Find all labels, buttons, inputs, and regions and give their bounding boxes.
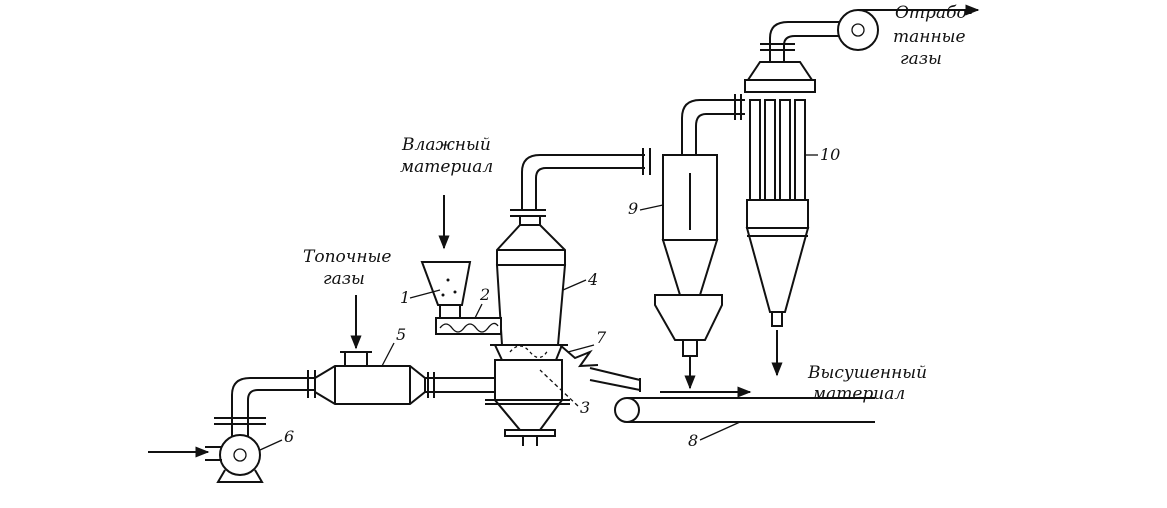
gas-heater xyxy=(314,351,426,405)
wet-material-label-line1: Влажный xyxy=(401,135,491,155)
dryer-vessel xyxy=(485,209,570,446)
feed-hopper xyxy=(420,261,472,306)
cyclone-connect-pipe xyxy=(681,94,745,155)
screw-feeder xyxy=(435,305,502,335)
hot-gas-pipe xyxy=(425,372,495,398)
callout-4: 4 xyxy=(587,270,598,289)
dried-material-label-line1: Высушенный xyxy=(807,363,927,383)
callout-5: 5 xyxy=(396,325,406,344)
exhaust-gases-label-line3: газы xyxy=(900,49,942,69)
callout-2: 2 xyxy=(479,285,490,304)
callout-6: 6 xyxy=(284,427,294,446)
cyclone xyxy=(654,154,723,357)
battery-cyclone xyxy=(744,61,816,327)
callout-1: 1 xyxy=(400,288,410,307)
callout-3: 3 xyxy=(580,398,590,417)
dried-material-label-line2: материал xyxy=(812,384,905,404)
product-chute xyxy=(559,344,641,392)
furnace-gases-label-line2: газы xyxy=(323,269,365,289)
callout-7: 7 xyxy=(596,328,607,347)
callout-8: 8 xyxy=(688,431,698,450)
exhaust-pipe xyxy=(760,21,840,62)
belt-conveyor xyxy=(614,397,875,423)
dryer-outlet-pipe xyxy=(521,148,651,210)
wet-material-label-line2: материал xyxy=(400,157,493,177)
callout-10: 10 xyxy=(820,145,840,164)
exhaust-gases-label-line1: Отрабо- xyxy=(895,3,973,23)
callout-9: 9 xyxy=(628,199,638,218)
furnace-gases-label-line1: Топочные xyxy=(303,247,391,267)
air-pipe xyxy=(214,370,316,436)
exhaust-gases-label-line2: танные xyxy=(893,27,966,47)
blower-fan xyxy=(205,434,264,483)
exhaust-fan xyxy=(837,9,880,51)
